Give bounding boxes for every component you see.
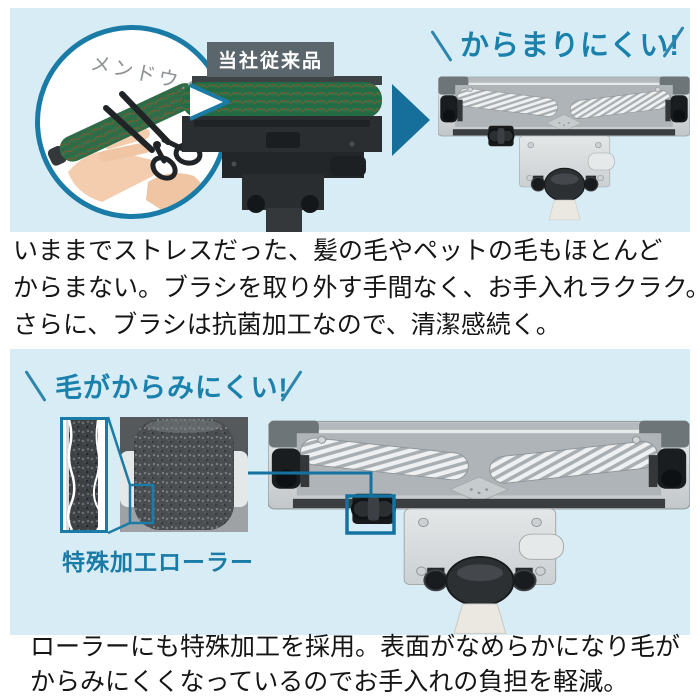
- brush-description-text: いままでストレスだった、髪の毛やペットの毛もほとんど からまない。ブラシを取り外…: [13, 233, 700, 344]
- speech-bubble-tail: [189, 83, 230, 121]
- new-vacuum-head-photo: [438, 68, 690, 221]
- headline-hair-no-tangle: 毛がからみにくい!: [55, 373, 289, 403]
- old-product-label: 当社従来品: [207, 42, 335, 77]
- hand-scissors-brush-photo: [47, 79, 210, 214]
- roller-surface-zoom-photo: [60, 417, 108, 533]
- brush-description-line1: いままでストレスだった、髪の毛やペットの毛もほとんど: [13, 238, 663, 265]
- emphasis-slash-left-icon: [430, 30, 453, 62]
- roller-description-line1: ローラーにも特殊加工を採用。表面がなめらかになり毛が: [30, 634, 681, 661]
- roller-description-line2: からみにくくなっているのでお手入れの負担を軽減。: [30, 669, 629, 696]
- roller-section: 毛がからみにくい! 特殊加工ローラー: [10, 349, 690, 635]
- roller-description-text: ローラーにも特殊加工を採用。表面がなめらかになり毛が からみにくくなっているので…: [30, 630, 680, 700]
- emphasis-slash-left-icon: [24, 370, 47, 402]
- roller-caption: 特殊加工ローラー: [62, 549, 254, 575]
- comparison-arrow-icon: [392, 84, 430, 156]
- roller-closeup-photo: [120, 417, 248, 532]
- roller-surface-texture: [63, 420, 105, 530]
- headline-no-tangle: からまりにくい!: [460, 30, 681, 62]
- compare-section: メンドウ… 当社従来品 からまりにくい!: [10, 8, 690, 232]
- new-vacuum-head-bottom-photo: [268, 408, 690, 635]
- old-vacuum-head-photo: [182, 76, 382, 232]
- brush-description-line2: からまない。ブラシを取り外す手間なく、お手入れラクラク。: [13, 275, 700, 302]
- brush-description-line3: さらに、ブラシは抗菌加工なので、清潔感続く。: [13, 312, 561, 339]
